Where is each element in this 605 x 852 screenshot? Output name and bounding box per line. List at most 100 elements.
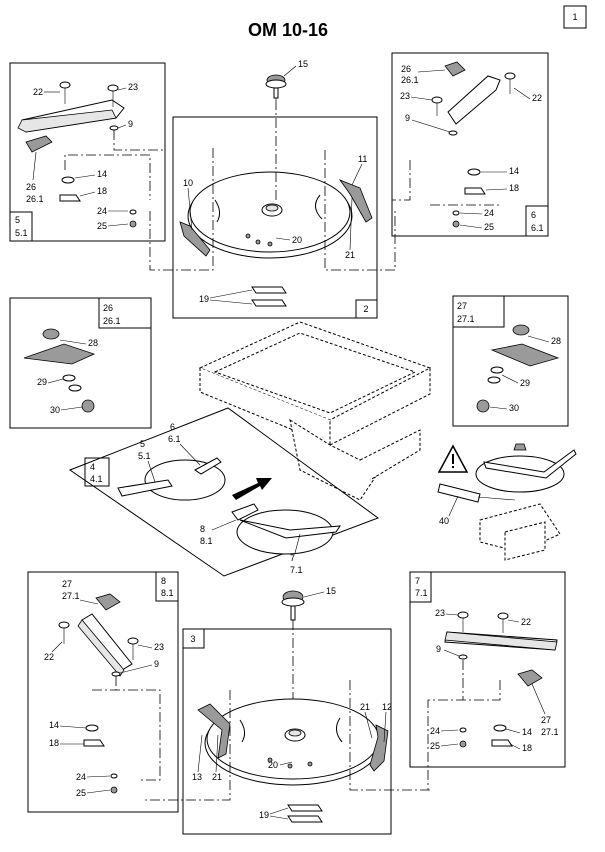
bolt-22-bottom-right	[497, 612, 509, 633]
callout-20-bottom: 20	[268, 760, 278, 770]
blade-kit-5: 5 5.1 22 23 9 26 26.1 14 18 24 25	[9, 62, 166, 242]
part-27-left	[95, 593, 121, 611]
callout-29-left: 29	[37, 377, 47, 387]
hopper-illustration	[198, 321, 432, 501]
blade-5	[117, 479, 173, 497]
callout-27-left: 27	[62, 579, 72, 589]
callout-22-bottom-right: 22	[521, 617, 531, 627]
callout-15-top: 15	[298, 59, 308, 69]
spreader-disc-bottom	[204, 698, 382, 786]
arm-28-right	[490, 343, 560, 367]
blade-right-part	[447, 75, 501, 125]
callout-25-bottom-right: 25	[430, 741, 440, 751]
bolt-15-bottom: 15	[281, 586, 336, 700]
callout-19-bottom: 19	[259, 810, 269, 820]
callout-11: 11	[358, 154, 367, 164]
callout-27-1-left: 27.1	[62, 591, 80, 601]
tool-40-part	[437, 483, 481, 503]
nut-25-bottom-right	[459, 740, 467, 748]
bolt-23-part	[107, 84, 119, 107]
callout-23-left: 23	[128, 82, 138, 92]
holder-18-bottom-left	[83, 739, 105, 747]
callout-18-left: 18	[97, 186, 107, 196]
callout-21-top: 21	[345, 250, 355, 260]
callout-8: 8	[200, 524, 205, 534]
callout-30-right: 30	[509, 403, 519, 413]
tool-illustration: 40	[437, 443, 577, 561]
holder-18-part	[59, 194, 81, 202]
box-label-7: 7	[415, 576, 420, 586]
washer-9-bottom-left	[111, 671, 121, 677]
blade-kit-8: 8 8.1 27 27.1 22 23 9 14 18 24 25	[27, 571, 179, 813]
bolt-22-part	[59, 81, 71, 104]
bushing-part	[42, 328, 60, 340]
part-26	[25, 135, 53, 153]
callout-24-bottom-right: 24	[430, 726, 440, 736]
nut-25-right	[452, 220, 460, 228]
disc-set-4: 4 4.1 5 5.1 6 6.1 8 8.1 7 7.1	[68, 407, 380, 577]
nut-30-left	[81, 399, 95, 413]
callout-24-right: 24	[484, 208, 494, 218]
bushing-right	[512, 324, 530, 336]
callout-26-left: 26	[26, 182, 36, 192]
box-label-27: 27	[457, 301, 467, 311]
nut-25-part	[129, 220, 137, 228]
callout-22-right: 22	[532, 93, 542, 103]
part-26-right	[444, 61, 466, 77]
direction-arrow-icon	[232, 478, 272, 500]
callout-8-1: 8.1	[200, 536, 213, 546]
box-label-6: 6	[531, 210, 536, 220]
callout-22-bottom-left: 22	[44, 652, 54, 662]
callout-14-bottom-left: 14	[49, 720, 59, 730]
blade-8-part	[81, 613, 133, 671]
callout-6: 6	[170, 422, 175, 432]
nut-30-right	[476, 399, 490, 413]
washer-24-part	[129, 209, 137, 215]
callout-5: 5	[140, 439, 145, 449]
callout-26-1-left: 26.1	[26, 194, 44, 204]
callout-18-bottom-left: 18	[49, 738, 59, 748]
callout-14-right: 14	[509, 166, 519, 176]
washer-14-bottom-right	[493, 724, 507, 732]
blade-kit-7: 7 7.1 23 22 9 27 27.1 24 25 14 18	[409, 571, 566, 790]
vane-11	[338, 179, 373, 223]
page-number: 1	[572, 12, 577, 22]
callout-15-bottom: 15	[326, 586, 336, 596]
box-label-5: 5	[15, 215, 20, 225]
bolt-22-bottom-left	[58, 621, 70, 644]
callout-5-1: 5.1	[138, 451, 151, 461]
callout-23-bottom-right: 23	[435, 608, 445, 618]
blade-6	[194, 457, 222, 475]
plate-19-a	[251, 286, 287, 294]
callout-18-bottom-right: 18	[522, 743, 532, 753]
kit-27: 27 27.1 28 29 30	[452, 295, 569, 427]
callout-24-left: 24	[97, 206, 107, 216]
bolt-22-right	[504, 72, 516, 94]
box-label-6-1: 6.1	[531, 223, 544, 233]
callout-24-bottom-left: 24	[76, 772, 86, 782]
box-label-8-1: 8.1	[161, 588, 174, 598]
page-number-box	[563, 5, 587, 29]
box-label-26-1: 26.1	[103, 316, 121, 326]
box-label-27-1: 27.1	[457, 314, 475, 324]
callout-40: 40	[439, 516, 449, 526]
callout-7: 7	[290, 553, 295, 563]
holder-18-bottom-right	[491, 739, 513, 747]
callout-29-right: 29	[520, 378, 530, 388]
callout-27-1-bottom-right: 27.1	[541, 727, 559, 737]
callout-20-top: 20	[292, 235, 302, 245]
lower-disc-assembly: 3 13 21 20 21 12 19	[145, 628, 430, 835]
callout-9-left: 9	[128, 119, 133, 129]
callout-19-top: 19	[199, 294, 209, 304]
callout-10: 10	[183, 178, 193, 188]
callout-23-right: 23	[400, 91, 410, 101]
washer-9-right	[448, 130, 458, 136]
washer-24-bottom-left	[110, 773, 118, 779]
diagram-title: OM 10-16	[248, 20, 328, 40]
callout-6-1: 6.1	[168, 434, 181, 444]
callout-21-bottom-left: 21	[212, 772, 222, 782]
holder-18-right	[464, 187, 486, 195]
callout-7-1: 7.1	[290, 565, 303, 575]
callout-25-right: 25	[484, 222, 494, 232]
